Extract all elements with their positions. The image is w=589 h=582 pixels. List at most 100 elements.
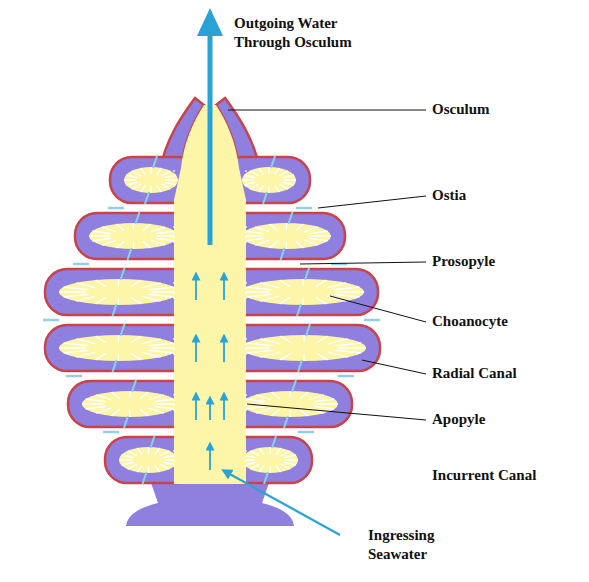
- prosopyle-pore: [151, 436, 155, 448]
- choanocyte-symbol: [76, 283, 95, 288]
- choanocyte-symbol: [155, 448, 160, 455]
- choanocyte-symbol: [314, 399, 334, 402]
- ostium-pore: [43, 319, 59, 322]
- choanocyte-symbol: [303, 335, 304, 342]
- choanocyte-symbol: [143, 224, 151, 231]
- prosopyle-pore: [297, 304, 301, 316]
- choanocyte-symbol: [256, 408, 271, 413]
- choanocyte-symbol: [296, 241, 304, 248]
- apopyle-opening: [245, 338, 246, 358]
- choanocyte-symbol: [316, 297, 327, 304]
- choanocyte-symbol: [317, 353, 328, 360]
- choanocyte-symbol: [118, 279, 119, 286]
- choanocyte-symbol: [149, 350, 174, 353]
- radial-canal-lumen: [242, 223, 331, 249]
- choanocyte-symbol: [151, 227, 165, 232]
- choanocyte-symbol: [300, 392, 308, 399]
- radial-canal-lumen: [82, 391, 178, 417]
- choanocyte-symbol: [118, 354, 119, 361]
- choanocyte-symbol: [260, 339, 280, 344]
- choanocyte-symbol: [269, 466, 270, 473]
- ostium-pore: [364, 319, 380, 322]
- outflow-arrow: [208, 30, 213, 245]
- radial-canal-lumen: [89, 223, 178, 249]
- part-label: Choanocyte: [432, 312, 582, 331]
- part-label: Ostia: [432, 186, 582, 205]
- choanocyte-symbol: [59, 291, 86, 292]
- choanocyte-symbol: [162, 184, 171, 189]
- choanocyte-symbol: [166, 179, 178, 180]
- prosopyle-pore: [271, 156, 275, 168]
- choanocyte-symbol: [89, 235, 109, 236]
- radial-canal: [59, 324, 178, 372]
- choanocyte-symbol: [112, 392, 120, 399]
- choanocyte-symbol: [245, 231, 264, 234]
- choanocyte-symbol: [163, 462, 175, 465]
- choanocyte-symbol: [118, 335, 119, 342]
- apopyle-opening: [173, 170, 174, 190]
- prosopyle-pore: [289, 212, 293, 224]
- flow-arrow: [223, 276, 225, 300]
- choanocyte-symbol: [280, 353, 291, 360]
- choanocyte-symbol: [129, 410, 130, 417]
- prosopyle-pore: [272, 436, 276, 448]
- choanocyte-symbol: [280, 184, 289, 189]
- radial-canal: [242, 436, 298, 484]
- choanocyte-symbol: [316, 280, 327, 287]
- sponge-base: [126, 480, 294, 526]
- choanocyte-symbol: [334, 294, 359, 297]
- choanocyte-symbol: [121, 455, 133, 458]
- choanocyte-symbol: [338, 347, 366, 348]
- choanocyte-symbol: [102, 240, 116, 245]
- prosopyle-pore: [136, 212, 140, 224]
- radial-canal-lumen: [242, 447, 298, 473]
- choanocyte-symbol: [268, 186, 269, 193]
- prosopyle-pore: [143, 472, 147, 484]
- choanocyte-symbol: [309, 231, 328, 234]
- leader-line: [362, 360, 426, 374]
- choanocyte-symbol: [131, 336, 141, 343]
- choanocyte-symbol: [141, 168, 146, 175]
- prosopyle-pore: [113, 304, 117, 316]
- inflow-arrow: [226, 472, 340, 535]
- choanocyte-symbol: [327, 283, 346, 288]
- choanocyte-symbol: [269, 241, 277, 248]
- radial-canal: [242, 212, 331, 260]
- apopyle-opening: [173, 338, 174, 358]
- choanocyte-symbol: [328, 339, 348, 344]
- choanocyte-symbol: [96, 353, 106, 360]
- ostium-pore: [73, 263, 89, 266]
- radial-canal: [119, 436, 178, 484]
- choanocyte-symbol: [96, 408, 111, 413]
- choanocyte-symbol: [116, 241, 124, 248]
- choanocyte-symbol: [281, 464, 290, 469]
- choanocyte-symbol: [142, 339, 161, 344]
- choanocyte-symbol: [246, 399, 266, 402]
- choanocyte-symbol: [276, 465, 281, 472]
- radial-canal: [242, 156, 296, 204]
- ostium-pore: [338, 375, 354, 378]
- choanocyte-symbol: [142, 283, 161, 288]
- choanocyte-symbol: [283, 182, 294, 185]
- prosopyle-pore: [128, 248, 132, 260]
- prosopyle-pore: [121, 324, 125, 336]
- choanocyte-symbol: [154, 406, 174, 409]
- radial-canal: [242, 380, 338, 428]
- choanocyte-symbol: [259, 168, 264, 175]
- choanocyte-symbol: [316, 403, 338, 404]
- choanocyte-symbol: [334, 287, 359, 290]
- prosopyle-pore: [263, 192, 267, 204]
- ostium-pore: [103, 431, 119, 434]
- choanocyte-symbol: [284, 179, 296, 180]
- prosopyle-pore: [298, 360, 302, 372]
- choanocyte-symbol: [112, 409, 120, 416]
- choanocyte-symbol: [86, 406, 106, 409]
- choanocyte-symbol: [128, 464, 137, 469]
- apopyle-opening: [245, 282, 246, 302]
- radial-canal: [89, 212, 178, 260]
- prosopyle-pore: [305, 268, 309, 280]
- choanocyte-symbol: [155, 465, 160, 472]
- choanocyte-symbol: [156, 238, 175, 241]
- choanocyte-symbol: [309, 238, 328, 241]
